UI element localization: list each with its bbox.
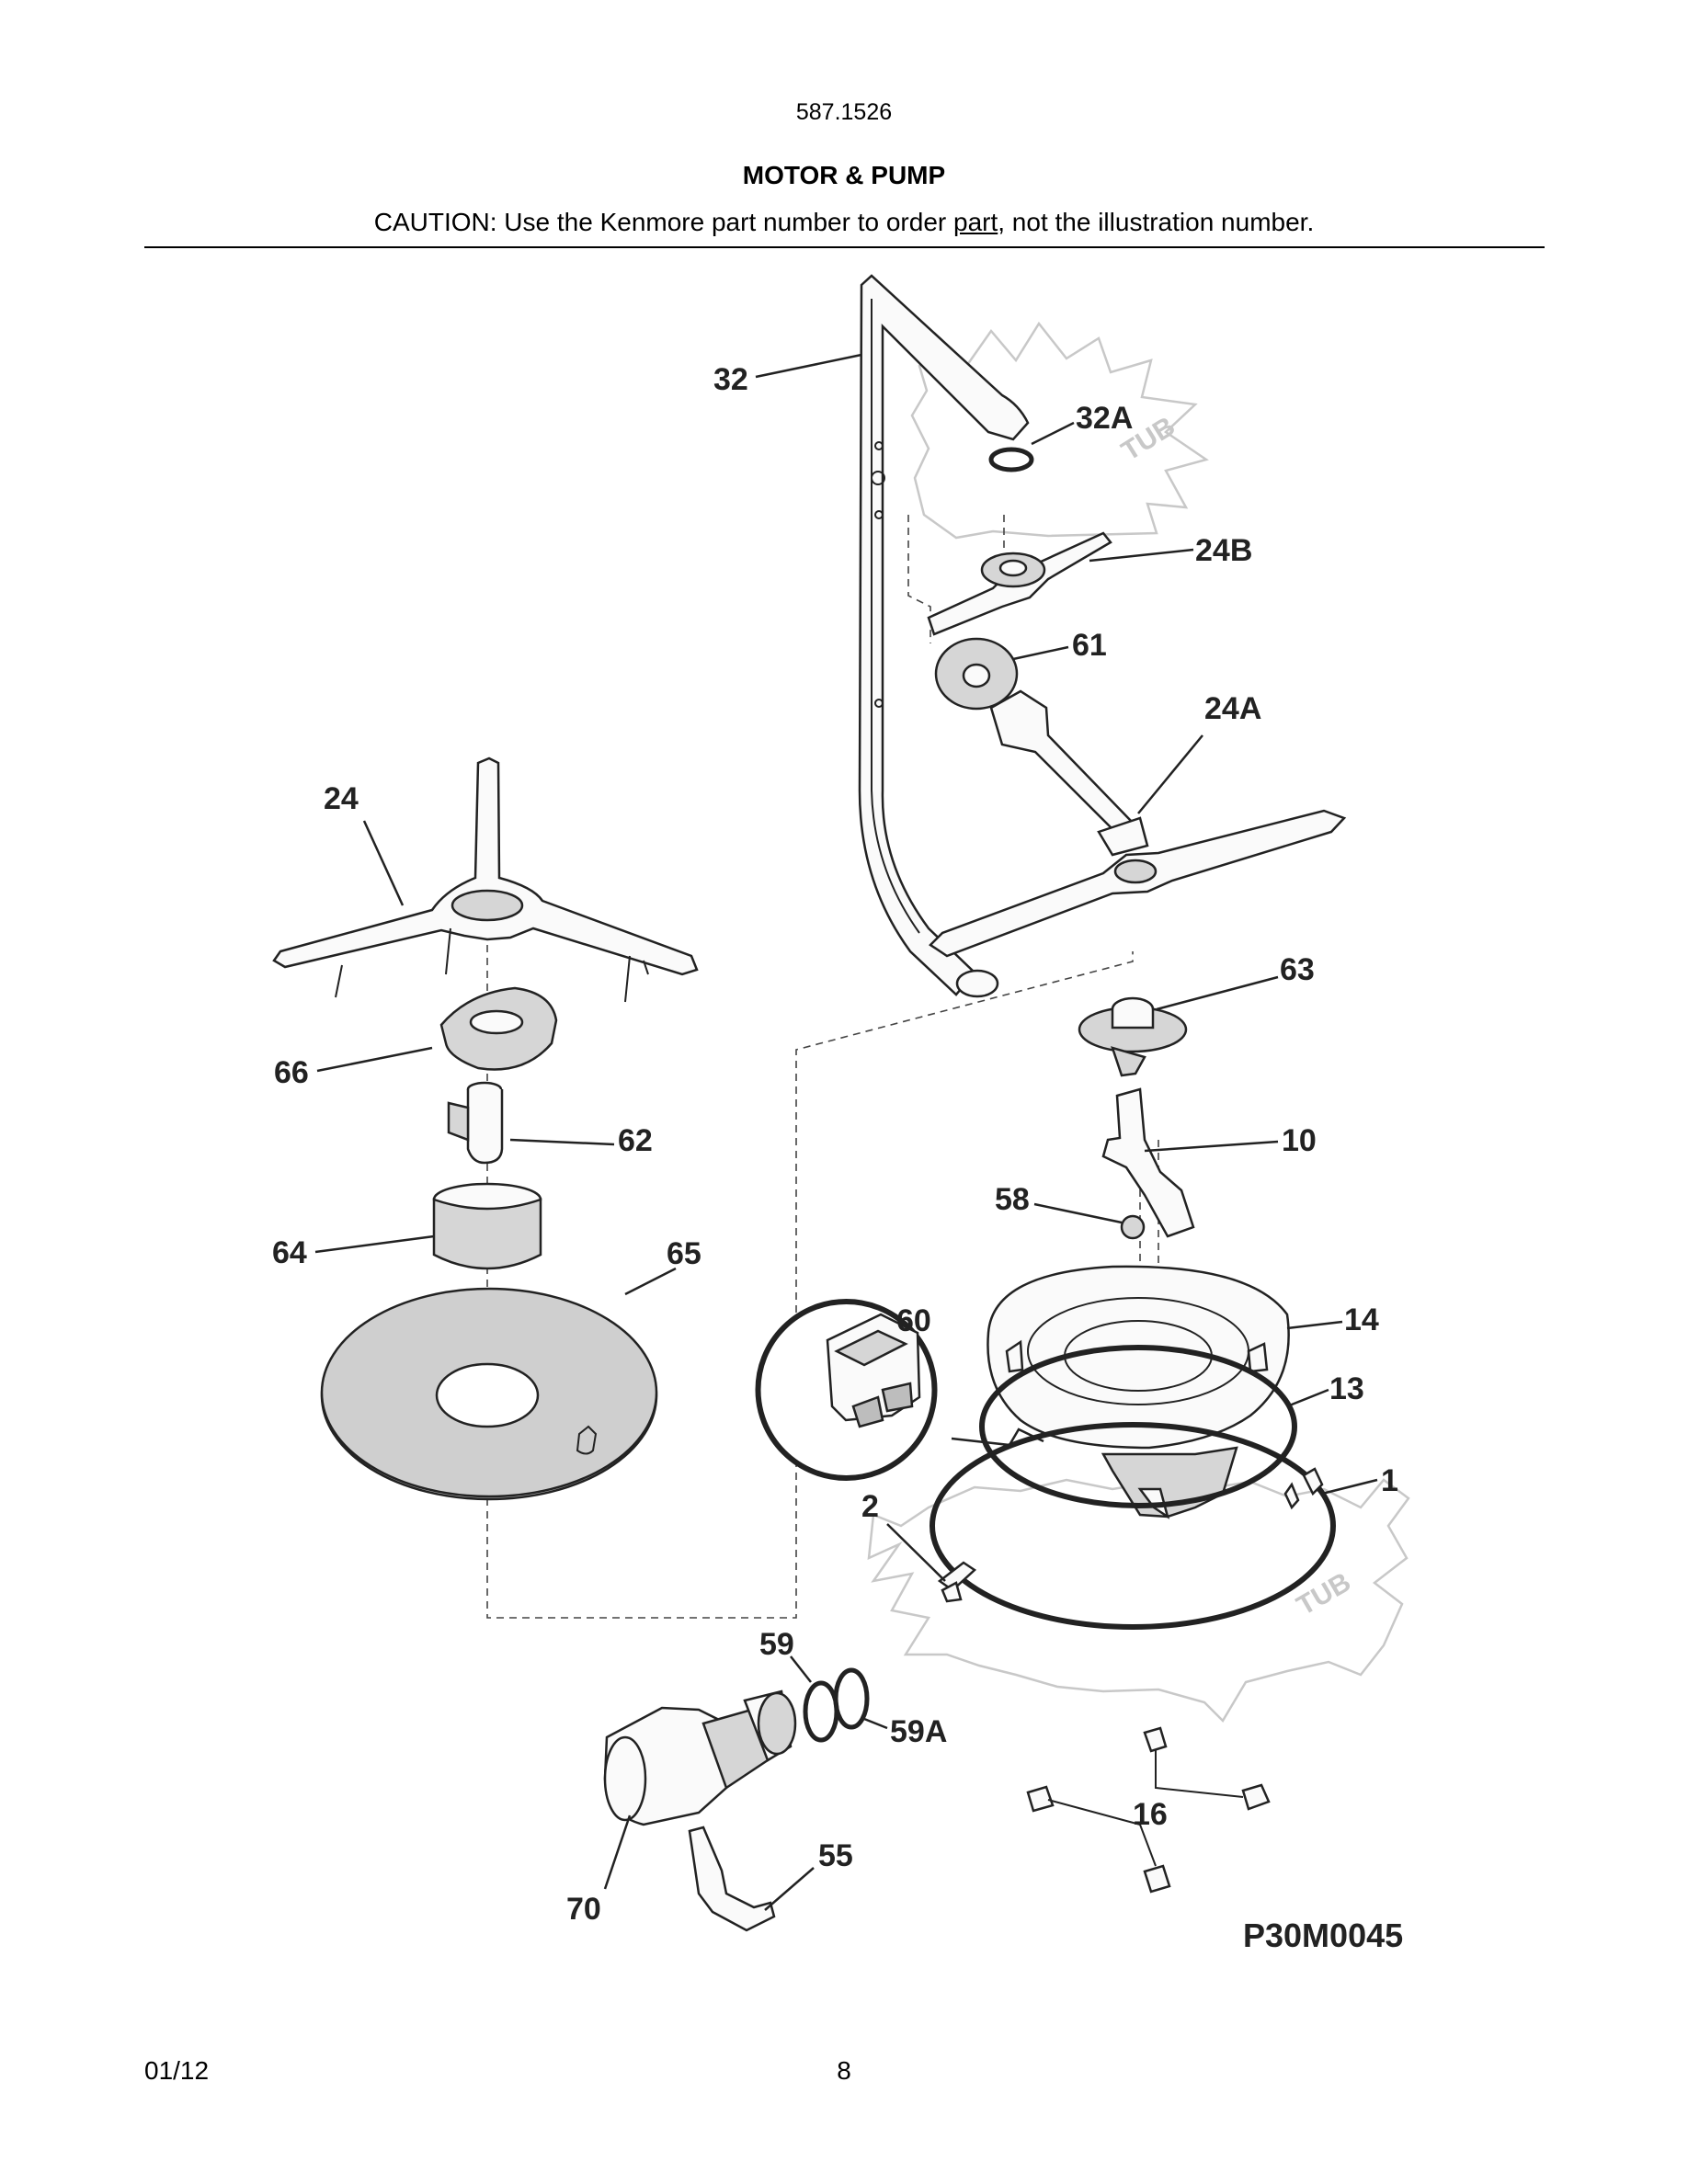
callout-24b: 24B <box>1195 533 1252 568</box>
callout-62: 62 <box>618 1123 653 1158</box>
part-58-ball <box>1120 1214 1146 1240</box>
callout-66: 66 <box>274 1055 309 1090</box>
callout-64: 64 <box>272 1235 307 1270</box>
part-10-diverter <box>1101 1087 1195 1238</box>
part-16-feet <box>1026 1726 1271 1894</box>
part-65-filter-disc <box>320 1287 658 1501</box>
header-rule <box>144 246 1545 248</box>
page-number: 8 <box>837 2056 851 2085</box>
part-64-filter-basket <box>432 1182 542 1270</box>
part-24b-upper-spray-arm <box>927 531 1112 636</box>
figure-code: P30M0045 <box>1243 1917 1403 1954</box>
callout-1: 1 <box>1381 1463 1398 1498</box>
part-24-left-spray-arm <box>272 756 699 1003</box>
callout-60: 60 <box>896 1303 931 1338</box>
callout-16: 16 <box>1133 1797 1168 1832</box>
part-66-filter-ring <box>439 986 558 1071</box>
part-62-pipe <box>447 1081 504 1165</box>
part-59-o-rings <box>803 1667 870 1743</box>
part-14-sump <box>987 1265 1290 1519</box>
callout-59a: 59A <box>890 1714 947 1749</box>
callout-70: 70 <box>566 1892 601 1927</box>
callout-59: 59 <box>759 1627 794 1662</box>
callout-32: 32 <box>713 362 748 397</box>
callout-24: 24 <box>324 781 359 816</box>
callout-14: 14 <box>1344 1302 1379 1337</box>
part-70-motor <box>603 1689 797 1826</box>
callout-labels: 32 32A 24B 61 24A 24 63 66 62 10 58 64 6… <box>272 362 1403 1954</box>
caution-text: CAUTION: Use the Kenmore part number to … <box>0 208 1688 237</box>
part-24-middle-spray-arm <box>929 809 1347 958</box>
callout-65: 65 <box>667 1236 701 1271</box>
part-1-clamp-ring <box>930 1422 1336 1630</box>
callout-32a: 32A <box>1076 401 1133 436</box>
model-number: 587.1526 <box>795 99 893 125</box>
page-title: MOTOR & PUMP <box>742 161 946 189</box>
callout-10: 10 <box>1282 1123 1317 1158</box>
part-32a-o-ring <box>988 447 1034 472</box>
part-60-pressure-switch-inset <box>755 1299 1044 1481</box>
part-2-clip <box>937 1561 977 1603</box>
callout-61: 61 <box>1072 628 1107 663</box>
part-13-seal-ring <box>979 1345 1297 1508</box>
callout-24a: 24A <box>1204 691 1261 726</box>
caution-text-end: , not the illustration number. <box>998 208 1315 236</box>
callout-13: 13 <box>1329 1371 1364 1406</box>
part-63-spray-cap <box>1078 996 1188 1077</box>
callout-58: 58 <box>995 1182 1030 1217</box>
part-61-washer <box>934 637 1019 711</box>
callout-55: 55 <box>818 1838 853 1873</box>
callout-2: 2 <box>861 1489 879 1524</box>
leader-lines <box>314 353 1378 1911</box>
callout-63: 63 <box>1280 952 1315 987</box>
caution-text-part: part <box>953 208 998 236</box>
lower-tub-label: TUB <box>1292 1567 1356 1621</box>
part-24a-manifold <box>989 689 1149 857</box>
part-32-supply-tube <box>858 274 1030 998</box>
part-55-bracket <box>688 1826 776 1932</box>
caution-text-start: CAUTION: Use the Kenmore part number to … <box>373 208 953 236</box>
footer-date: 01/12 <box>144 2056 210 2085</box>
